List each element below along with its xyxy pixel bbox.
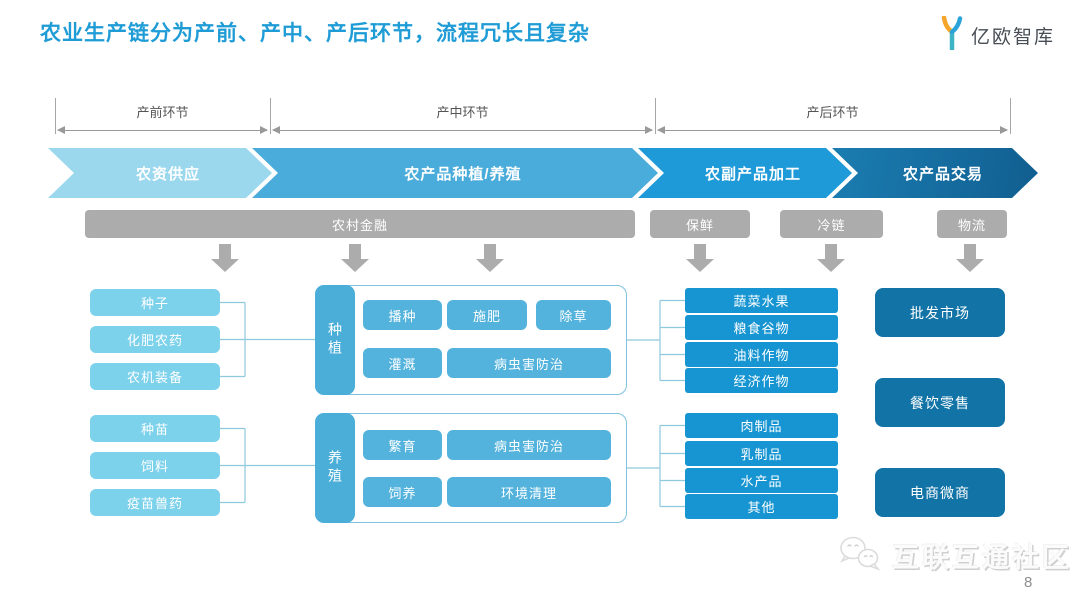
planting-tab: 种植: [315, 285, 355, 395]
phase-tick: [1010, 98, 1011, 134]
phase-range-arrow: [272, 126, 653, 134]
stage-banner-processing: 农副产品加工: [638, 148, 852, 198]
down-arrow-icon: [686, 244, 714, 272]
processing-box-other: 其他: [685, 494, 838, 519]
trading-box-wholesale-market: 批发市场: [875, 288, 1005, 337]
phase-label-post: 产后环节: [806, 105, 859, 120]
phase-label-pre: 产前环节: [136, 105, 189, 120]
support-bar-logistics: 物流: [937, 210, 1007, 238]
phase-tick: [655, 98, 656, 134]
phase-range-arrow: [657, 126, 1008, 134]
phase-label-mid: 产中环节: [436, 105, 489, 120]
stage-banner-trading: 农产品交易: [832, 148, 1038, 198]
breeding-item-reproduction: 繁育: [363, 430, 442, 460]
planting-item-irrigation: 灌溉: [363, 348, 442, 378]
breeding-tab: 养殖: [315, 413, 355, 523]
watermark: 互联互通社区: [836, 534, 1072, 577]
trading-box-catering-retail: 餐饮零售: [875, 378, 1005, 427]
stage-banner-supply: 农资供应: [48, 148, 272, 198]
processing-box-oil-crops: 油料作物: [685, 342, 838, 367]
planting-item-pest-control: 病虫害防治: [447, 348, 611, 378]
brand-logo: 亿欧智库: [938, 15, 1056, 55]
breeding-item-feeding: 饲养: [363, 477, 442, 507]
processing-box-grains: 粮食谷物: [685, 315, 838, 340]
wechat-bubbles-icon: [836, 534, 884, 577]
supply-box-seedlings: 种苗: [90, 415, 220, 442]
support-bar-cold-chain: 冷链: [780, 210, 883, 238]
planting-item-sowing: 播种: [363, 300, 442, 330]
processing-box-vegetables-fruits: 蔬菜水果: [685, 288, 838, 313]
supply-box-feed: 饲料: [90, 452, 220, 479]
eo-logo-icon: [938, 15, 966, 55]
breeding-item-env-cleaning: 环境清理: [447, 477, 611, 507]
supply-box-fertilizer-pesticide: 化肥农药: [90, 326, 220, 353]
supply-box-vaccine-vet: 疫苗兽药: [90, 489, 220, 516]
trading-box-ecommerce: 电商微商: [875, 468, 1005, 517]
stage-banner-planting-breeding: 农产品种植/养殖: [252, 148, 658, 198]
page-title: 农业生产链分为产前、产中、产后环节，流程冗长且复杂: [40, 22, 590, 45]
watermark-text: 互联互通社区: [892, 543, 1072, 573]
processing-box-cash-crops: 经济作物: [685, 368, 838, 393]
down-arrow-icon: [211, 244, 239, 272]
phase-tick: [270, 98, 271, 134]
down-arrow-icon: [476, 244, 504, 272]
down-arrow-icon: [817, 244, 845, 272]
page-number: 8: [1024, 574, 1033, 591]
brand-logo-text: 亿欧智库: [971, 27, 1056, 48]
supply-box-seeds: 种子: [90, 289, 220, 316]
phase-range-arrow: [57, 126, 268, 134]
supply-box-machinery: 农机装备: [90, 363, 220, 390]
planting-item-weeding: 除草: [536, 300, 611, 330]
down-arrow-icon: [341, 244, 369, 272]
processing-box-meat: 肉制品: [685, 413, 838, 438]
planting-item-fertilizing: 施肥: [447, 300, 527, 330]
phase-tick: [55, 98, 56, 134]
processing-box-dairy: 乳制品: [685, 441, 838, 466]
down-arrow-icon: [956, 244, 984, 272]
support-bar-freshness: 保鲜: [650, 210, 750, 238]
processing-box-aquatic: 水产品: [685, 468, 838, 493]
support-bar-rural-finance: 农村金融: [85, 210, 635, 238]
breeding-item-pest-control: 病虫害防治: [447, 430, 611, 460]
